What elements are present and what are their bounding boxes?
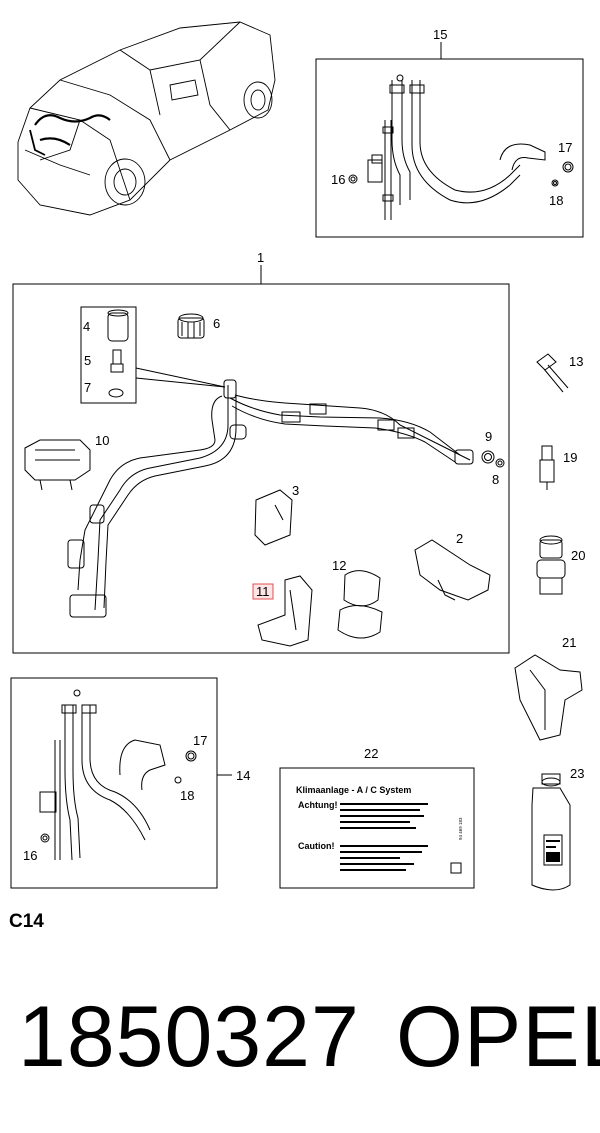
box-15 bbox=[315, 42, 584, 238]
callout-16-top: 16 bbox=[331, 172, 345, 187]
callout-3: 3 bbox=[292, 483, 299, 498]
callout-20: 20 bbox=[571, 548, 585, 563]
section-code: C14 bbox=[9, 911, 44, 932]
callout-9: 9 bbox=[485, 429, 492, 444]
callout-21: 21 bbox=[562, 635, 576, 650]
callout-12: 12 bbox=[332, 558, 346, 573]
callout-19: 19 bbox=[563, 450, 577, 465]
label-22-caution: Caution! bbox=[298, 841, 335, 851]
label-22 bbox=[279, 767, 475, 889]
callout-10: 10 bbox=[95, 433, 109, 448]
callout-14: 14 bbox=[236, 768, 250, 783]
callout-17-top: 17 bbox=[558, 140, 572, 155]
side-parts bbox=[514, 353, 583, 891]
car-illustration bbox=[17, 21, 276, 216]
callout-17-bottom: 17 bbox=[193, 733, 207, 748]
can-23-label bbox=[546, 840, 560, 862]
callout-23: 23 bbox=[570, 766, 584, 781]
callout-13: 13 bbox=[569, 354, 583, 369]
callout-16-bottom: 16 bbox=[23, 848, 37, 863]
callout-2: 2 bbox=[456, 531, 463, 546]
callout-18-bottom: 18 bbox=[180, 788, 194, 803]
callout-8: 8 bbox=[492, 472, 499, 487]
box-14 bbox=[10, 677, 232, 889]
callout-5: 5 bbox=[84, 353, 91, 368]
callout-7: 7 bbox=[84, 380, 91, 395]
brand-name: OPEL bbox=[396, 989, 600, 1085]
callout-11: 11 bbox=[256, 584, 270, 599]
box-1 bbox=[12, 265, 510, 654]
callout-11-highlight bbox=[252, 583, 274, 600]
part-number: 1850327 bbox=[18, 989, 360, 1085]
label-22-code: 94 469 183 bbox=[458, 817, 463, 840]
parts-diagram: Klimaanlage - A / C System Achtung! Caut… bbox=[10, 21, 585, 891]
callout-4: 4 bbox=[83, 319, 90, 334]
callout-18-top: 18 bbox=[549, 193, 563, 208]
label-22-seal bbox=[450, 862, 462, 874]
callout-22: 22 bbox=[364, 746, 378, 761]
label-22-title: Klimaanlage - A / C System bbox=[296, 785, 411, 795]
callout-6: 6 bbox=[213, 316, 220, 331]
label-22-achtung: Achtung! bbox=[298, 800, 338, 810]
callout-1: 1 bbox=[257, 250, 264, 265]
callout-15: 15 bbox=[433, 27, 447, 42]
label-22-fine-print bbox=[340, 803, 428, 871]
